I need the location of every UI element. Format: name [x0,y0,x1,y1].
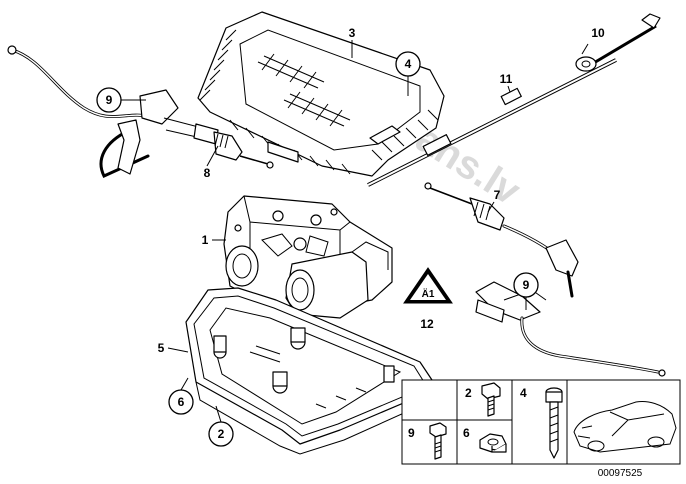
svg-text:4: 4 [405,57,412,71]
callout-3: 3 [349,26,356,58]
rod-end [575,13,661,72]
legend-label-6: 6 [463,426,470,440]
document-number: 00097525 [598,468,643,479]
svg-text:11: 11 [500,72,513,86]
svg-text:6: 6 [178,395,185,409]
hex-bolt-icon [481,382,501,417]
callout-11: 11 [500,72,513,93]
warning-label: Ä1 [403,267,453,304]
svg-text:7: 7 [494,188,501,202]
svg-text:5: 5 [158,341,165,355]
valve-body [223,195,393,319]
legend-label-9: 9 [408,426,415,440]
callout-6: 6 [168,377,194,415]
warning-sign-text: Ä1 [422,287,435,300]
svg-text:12: 12 [420,317,434,331]
callout-2: 2 [208,405,234,447]
callout-9-left: 9 [96,87,146,113]
callout-12: 12 [420,317,434,331]
bolt-icon [429,422,447,460]
callout-8: 8 [204,145,219,180]
callout-9-right: 9 [513,272,539,310]
svg-text:3: 3 [349,26,356,40]
svg-text:1: 1 [202,233,209,247]
left-cable-assembly [7,45,274,178]
callout-7: 7 [487,188,501,213]
legend-panel: 2 4 9 6 [401,379,681,465]
legend-label-2: 2 [465,386,472,400]
callout-5: 5 [158,341,189,355]
socket-bolt-icon [545,387,563,459]
right-cable-assembly [424,182,579,298]
hex-nut-icon [479,433,507,453]
svg-text:9: 9 [106,93,113,107]
car-silhouette-icon [573,401,677,453]
legend-label-4: 4 [520,386,527,400]
svg-text:2: 2 [218,427,225,441]
svg-text:8: 8 [204,166,211,180]
sensor-cable [475,281,666,377]
callout-10: 10 [581,26,605,55]
svg-text:9: 9 [523,278,530,292]
callout-1: 1 [202,233,226,247]
callout-4: 4 [395,51,421,96]
shift-rod [367,58,617,187]
svg-text:10: 10 [591,26,605,40]
control-unit-housing [197,11,445,177]
